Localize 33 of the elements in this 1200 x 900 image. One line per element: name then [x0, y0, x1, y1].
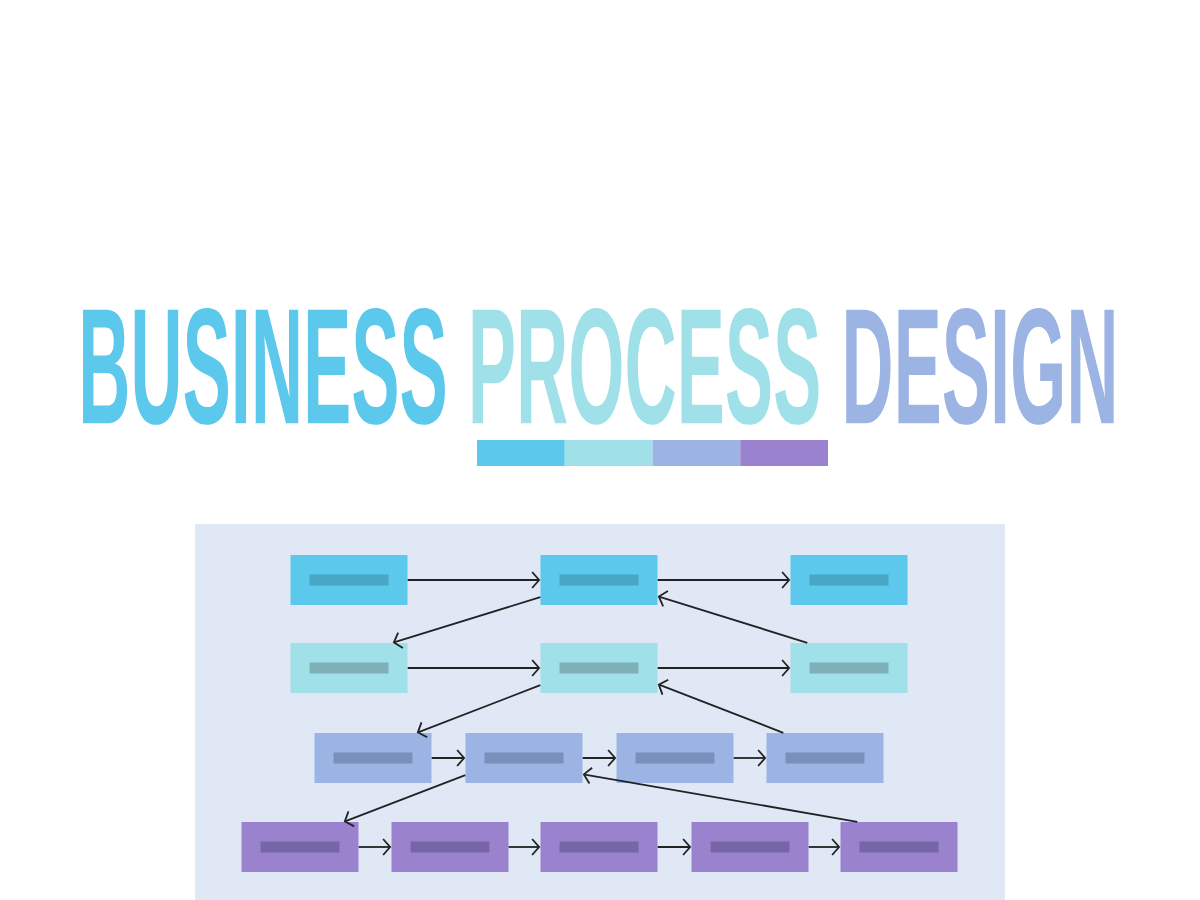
arrow [430, 749, 466, 767]
process-box [241, 822, 359, 872]
title: BUSINESS PROCESS DESIGN [83, 308, 1114, 425]
arrow [406, 571, 541, 589]
arrow [357, 838, 392, 856]
arrow [392, 596, 542, 649]
process-box [790, 643, 908, 693]
arrow [807, 838, 841, 856]
process-box [290, 643, 408, 693]
arrow [406, 659, 541, 677]
arrow [656, 659, 791, 677]
process-box [766, 733, 884, 783]
arrow [582, 766, 859, 823]
arrow [416, 684, 542, 739]
arrow [732, 749, 767, 767]
arrow [656, 571, 791, 589]
process-box [540, 822, 658, 872]
process-box [691, 822, 809, 872]
process-box [540, 643, 658, 693]
arrow [507, 838, 541, 856]
process-box [840, 822, 958, 872]
process-box [790, 555, 908, 605]
arrow [343, 774, 467, 828]
process-box [540, 555, 658, 605]
process-box [391, 822, 509, 872]
process-box [465, 733, 583, 783]
arrow [581, 749, 617, 767]
process-box [290, 555, 408, 605]
process-box [616, 733, 734, 783]
arrow [656, 838, 692, 856]
arrow [657, 590, 809, 644]
arrow [657, 678, 785, 734]
process-box [314, 733, 432, 783]
